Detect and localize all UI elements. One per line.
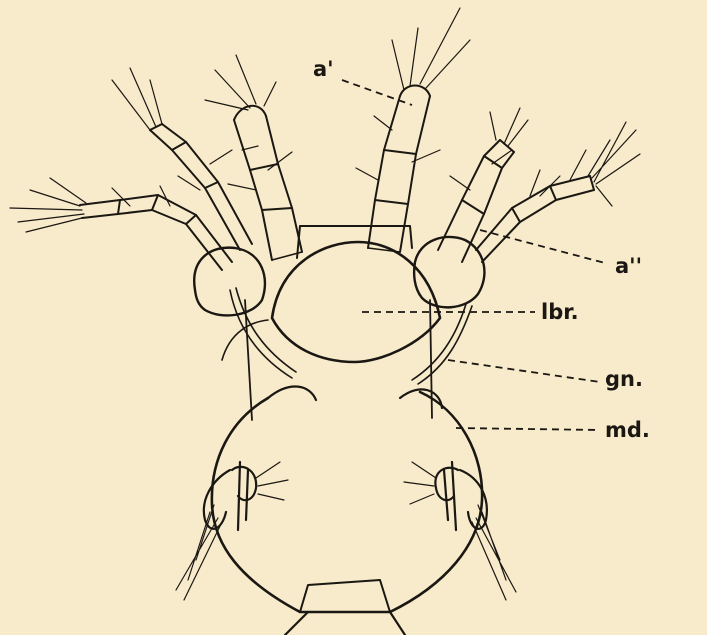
leader-md bbox=[456, 428, 600, 430]
antenna-right-mid bbox=[438, 108, 528, 262]
antenna-far-left bbox=[10, 178, 232, 270]
leader-lines bbox=[342, 80, 605, 430]
label-md: md. bbox=[605, 418, 650, 442]
label-a1: a' bbox=[313, 57, 334, 81]
leader-gn bbox=[448, 360, 600, 382]
label-lbr: lbr. bbox=[541, 300, 579, 324]
label-a2: a'' bbox=[615, 254, 642, 278]
body-outline bbox=[212, 300, 482, 635]
labrum bbox=[222, 226, 440, 362]
left-mandible bbox=[176, 386, 316, 600]
leader-a2 bbox=[480, 230, 605, 263]
label-gn: gn. bbox=[605, 367, 643, 391]
right-antenna-base bbox=[414, 237, 484, 307]
antenna-right-inner bbox=[356, 8, 470, 252]
antenna-far-right bbox=[476, 122, 640, 262]
